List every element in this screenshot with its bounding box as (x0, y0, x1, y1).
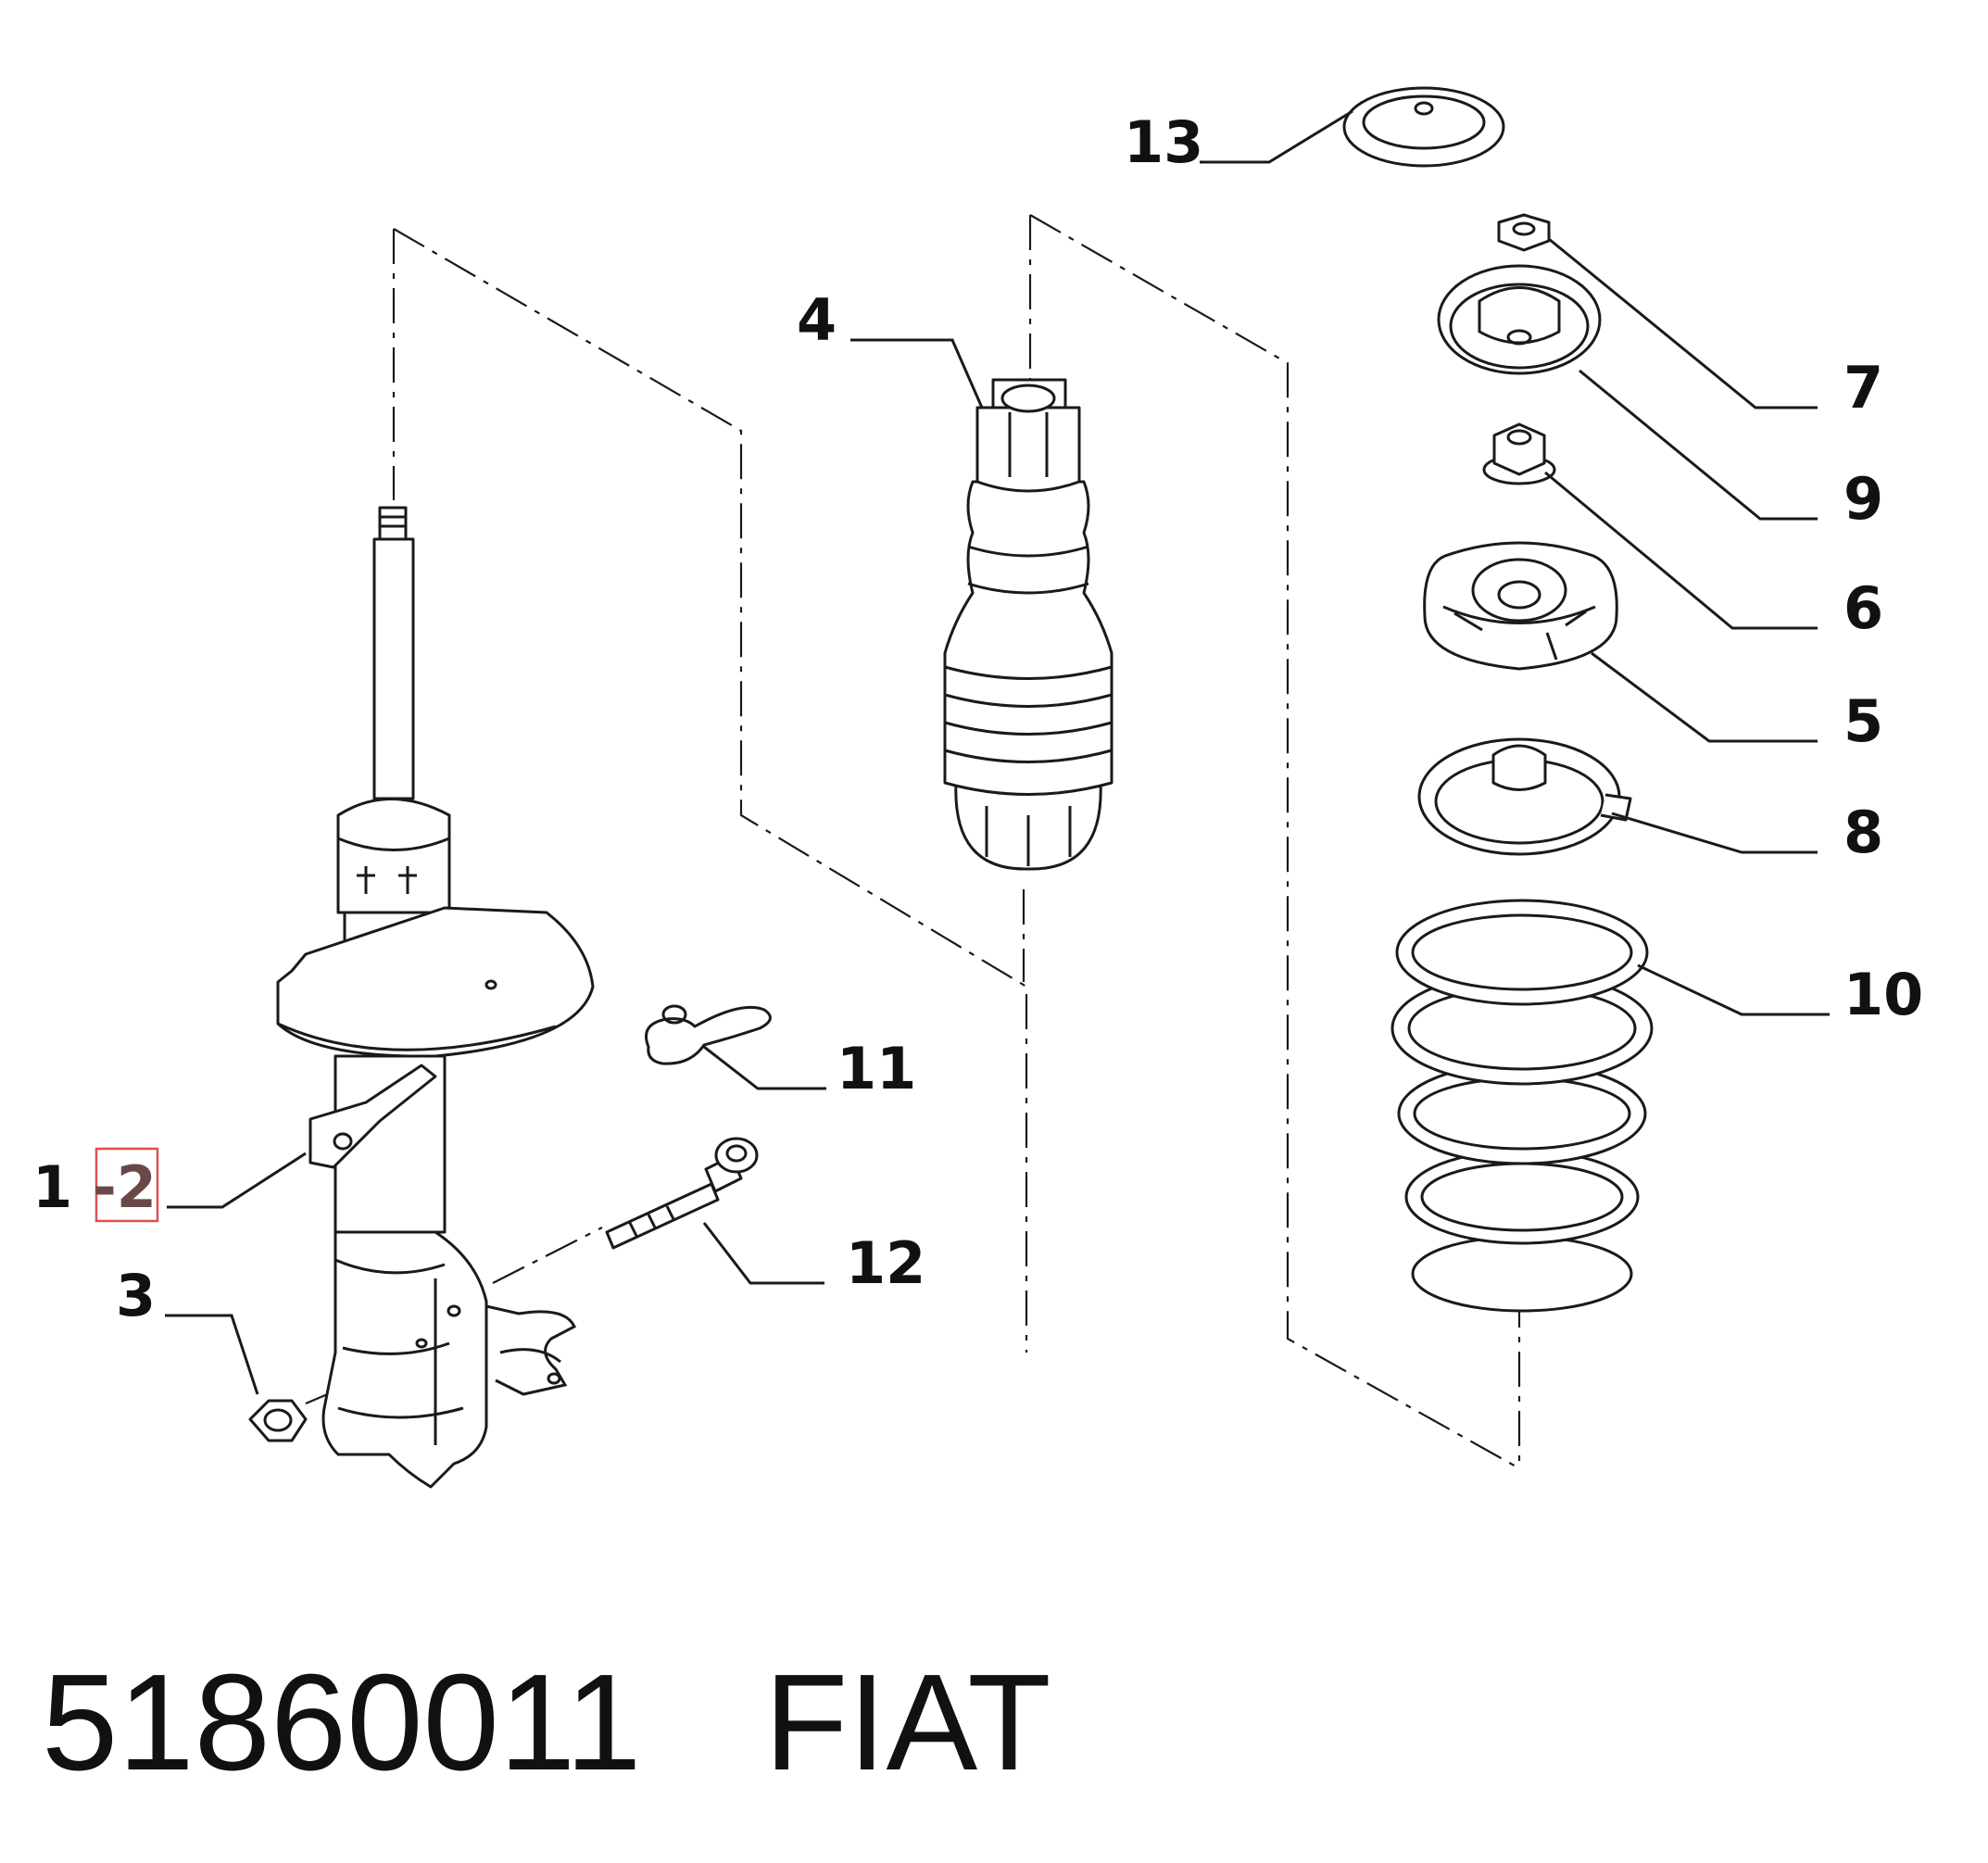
part-9-upper-plate (1437, 264, 1602, 375)
leader-lines (165, 109, 1830, 1395)
callout-1: 1 (32, 1153, 72, 1221)
callout-8: 8 (1843, 799, 1883, 866)
part-4-dust-boot (943, 378, 1114, 871)
part-8-spring-seat (1417, 737, 1632, 856)
callout-11: 11 (837, 1035, 916, 1102)
part-11-clip (645, 1004, 772, 1065)
callout-3: 3 (116, 1262, 156, 1329)
part-10-coil-spring (1390, 899, 1654, 1313)
callout-2: -2 (93, 1153, 157, 1221)
part-3-nut (248, 1399, 308, 1442)
callout-10: 10 (1843, 961, 1923, 1028)
callout-4: 4 (797, 286, 837, 354)
part-12-bolt (605, 1137, 759, 1250)
callout-2-highlight-box (94, 1147, 159, 1223)
callout-9: 9 (1843, 465, 1883, 533)
part-number: 51860011 (42, 1646, 642, 1799)
callout-13: 13 (1124, 108, 1203, 176)
part-6-flange-nut (1482, 422, 1556, 485)
callout-5: 5 (1843, 687, 1883, 755)
callout-6: 6 (1843, 574, 1883, 642)
caption: 51860011 FIAT (42, 1646, 1051, 1799)
brand-name: FIAT (764, 1646, 1051, 1799)
part-7-nut (1497, 213, 1551, 252)
callout-7: 7 (1843, 354, 1883, 422)
callout-12: 12 (846, 1229, 925, 1297)
part-5-strut-mount (1423, 541, 1618, 671)
callout-labels: 13 4 7 9 6 5 8 10 11 12 3 1 -2 (32, 108, 1923, 1329)
part-13-top-cap (1342, 86, 1505, 168)
part-1-2-shock-absorber (276, 506, 595, 1489)
assembly-guide-lines (305, 214, 1521, 1469)
